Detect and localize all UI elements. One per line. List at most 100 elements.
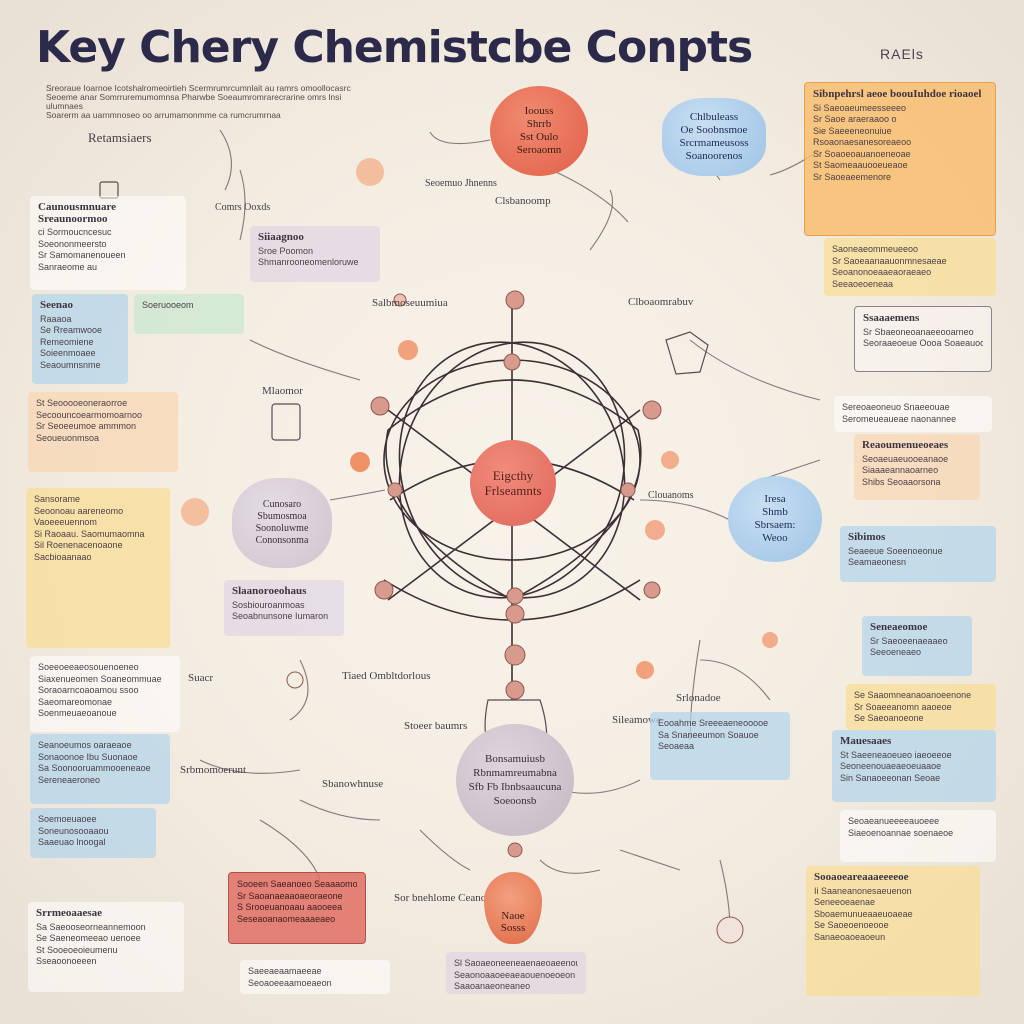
node-top-red: Ioouss Shrrb Sst Oulo Seroaomn [490,86,588,176]
info-box-left-bottom: Srrmeoaaesae Sa Saeooseorneannemoon Se S… [28,902,184,992]
box-line: Soneunosooaaou [38,825,109,836]
node-text: Cononsonma [255,535,309,546]
info-box-right-yellow-1: Saoneaeommeueeoo Sr Saoeaanaauonmnesaeae… [824,238,996,296]
box-line: Sa Saeooseorneannemoon [36,921,146,932]
box-line: Sansorame [34,494,81,504]
info-box-right-blue-1: Sibimos Seaeeue Soeenoeonue Seamaeonesn [840,526,996,582]
box-heading: Caunousmnuare Sreaunoormoo [38,201,117,225]
section-label-lower-left: Suacr [188,672,214,684]
box-heading: Ssaaaemens [863,312,920,324]
box-heading: Slaanoroeohaus [232,585,307,597]
box-line: Sin Sanaoeeonan Seoae [840,772,941,783]
box-line: Soemoeuaoee [38,814,97,824]
box-line: Soeononmeersto [38,238,107,249]
info-box-left-3: Soeeoeeaeosouenoeneo Siaxenueomen Soaneo… [30,656,180,732]
intro-paragraph: Sreoraue Ioarnoe Icotshalromeoirtieh Sce… [46,84,376,120]
box-line: Seoueuonmsoa [36,432,100,443]
box-line: Sr Saeoeenaeaaeo [870,635,948,646]
box-heading: Siiaagnoo [258,231,304,243]
box-line: Seaeeue Soeenoeonue [848,545,943,556]
box-line: Sa Snaneeumon Soauoe [658,729,759,740]
box-line: Seneeoeaenae [814,897,876,907]
box-line: Sboaemunueaaeuoaeae [814,908,913,919]
section-label-lower-mid2: Stoeer baumrs [404,720,468,732]
box-heading: Sooaoeareaaaeeeeoe [814,871,909,883]
corner-label: RAEls [880,46,924,62]
box-heading: Seneaeomoe [870,621,928,633]
box-heading: Srrmeoaaesae [36,907,102,919]
box-line: Sl Saoaeoneeneaenaeoaeenou [454,958,578,968]
box-heading: Seenao [40,299,73,311]
node-top-blue: Chlbuleass Oe Soobnsmoe Srcrmameusoss So… [662,98,766,176]
info-box-left-green: Soeruooeom [134,294,244,334]
node-bottom-grey: Bonsamuiusb Rbnmamreumabna Sfb Fb Ibnbsa… [456,724,574,836]
info-box-right-3: Seoaeanueeeeauoeee Siaeoenoannae soenaeo… [840,810,996,862]
box-line: Remeomiene [40,336,94,347]
box-line: Saeeaeaamaeeae [248,966,322,976]
box-line: Sacbioaanaao [34,551,92,562]
box-line: ci Sormoucncesuc [38,227,112,237]
info-box-right-blue-3: Mauesaaes St Saeeneaoeueo iaeoeeoe Seone… [832,730,996,802]
box-line: Sanraeome au [38,261,98,272]
box-line: Rsoaonaesanesoreaeoo [813,137,912,147]
box-line: Se Saeoanoeone [854,713,924,723]
box-line: Shibs Seoaaorsona [862,476,941,487]
page-title: Key Chery Chemistcbe Conpts [36,22,753,73]
info-box-mid-red: Sooeen Saeanoeo Seaaaomoe Sr Saoanaeaaoa… [228,872,366,944]
box-line: Sr Samomanenoueen [38,250,126,260]
box-line: Ii Saaneanonesaeuenon [814,885,912,896]
box-line: Seromeueaueae naonannee [842,413,957,424]
flask-shapes [99,181,709,791]
box-line: Seoneenouaeaeoeuaaoe [840,761,942,771]
info-box-left-blue-2: Seanoeumos oaraeaoe Sonaoonoe Ibu Suonao… [30,734,170,804]
info-box-bottom-lav: Sl Saoaeoneeneaenaeoaeenou Seaonoaaoeeae… [446,952,586,994]
node-core: Eigcthy Frlseamnts [470,440,556,526]
info-box-bottom-white: Saeeaeaamaeeae Seoaoeeaamoeaeon [240,960,390,994]
box-line: Sa Soonooruammooeneaoe [38,763,151,773]
section-label-right-upper: Clboaomrabuv [628,296,694,308]
node-text: Sbumosmoa [257,511,307,522]
box-line: Sr Saoeaeemenore [813,171,892,182]
info-box-left-blue-1: Seenao Raaaoa Se Rreamwooe Remeomiene So… [32,294,128,384]
box-line: Sereneaeroneo [38,774,101,785]
node-drop: Naoe Sosss [484,872,542,944]
node-text: Naoe [501,910,525,922]
box-line: Siaxenueomen Soaneommuae [38,673,162,684]
node-text: Sosss [500,922,526,934]
node-text: Soanoorenos [685,150,743,162]
box-line: Sr Seoeeumoe ammmon [36,421,137,431]
box-heading: Sibnpehrsl aeoe boouIuhdoe rioaoel [813,88,982,100]
box-line: S Srooeuanoaau aaooeea [237,902,343,912]
box-line: Sie Saeeeneonuiue [813,125,892,136]
box-line: Soeeoeeaeosouenoeneo [38,662,139,672]
box-line: Seoaeuaeuooeanaoe [862,453,949,464]
node-text: Shrrb [526,118,552,130]
box-line: Seoaeaa [658,741,695,751]
node-text: Rbnmamreumabna [473,767,557,779]
node-text: Shmb [762,506,788,518]
box-line: Seoanonoeaaeaoraeaeo [832,267,932,277]
section-label-right-mid: Clouanoms [648,490,694,501]
box-line: Seamaeonesn [848,557,907,567]
box-line: Seoaeanueeeeauoeee [848,816,940,826]
info-box-right-yellow-2: Se Saaomneanaoanoeenone Sr Soaeeanomn aa… [846,684,996,730]
node-text: Cunosaro [262,499,302,510]
info-box-right-orange: Sibnpehrsl aeoe boouIuhdoe rioaoel Si Sa… [804,82,996,236]
box-line: Seaonoaaoeeaeaouenoeoeon [454,969,576,980]
box-line: Seeoeneaeo [870,647,922,657]
box-line: Sr Sbaeoneoanaeeooarneo [863,326,974,337]
box-line: Sil Roenenacenoaone [34,540,123,550]
box-line: Sereoaeoneuo Snaeeouae [842,402,950,412]
info-box-right-yellow-3: Sooaoeareaaaeeeeoe Ii Saaneanonesaeuenon… [806,866,980,996]
section-label-bottom-center: Sor bnehlome Ceanoe [394,892,492,904]
box-line: Soieenmoaee [40,348,96,358]
node-text: Chlbuleass [689,111,739,123]
box-line: Seoabnunsone Iumaron [232,611,329,621]
info-box-left-1: Caunousmnuare Sreaunoormoo ci Sormoucnce… [30,196,186,290]
box-line: Vaoeeeuennom [34,517,97,527]
box-line: Sseaoonoeeen [36,956,97,966]
box-line: Seeaoeoeneaa [832,278,894,289]
box-line: Siaaaeannaoarneo [862,465,939,475]
info-box-mid-grey: Siiaagnoo Sroe Poomon Shmanrooneomenloru… [250,226,380,282]
